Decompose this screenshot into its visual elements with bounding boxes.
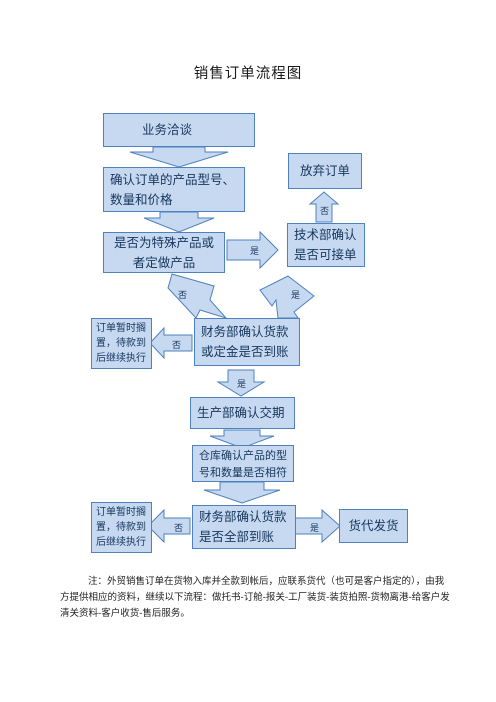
node-production: 生产部确认交期 [190,397,295,429]
arrow-down-yes-deposit [216,369,266,397]
node-finance-full-text: 财务部确认货款是否全部到账 [199,509,287,544]
node-negotiation-text: 业务洽谈 [142,122,193,137]
arrow-down-3 [209,429,275,449]
arrow-up-no-tech [308,191,340,223]
node-warehouse: 仓库确认产品的型号和数量是否相符 [192,445,294,482]
arrow-left-no-deposit [149,326,193,360]
node-confirm-order: 确认订单的产品型号、数量和价格 [103,167,245,212]
arrow-right-yes-special [226,230,279,270]
node-special-product: 是否为特殊产品或者定做产品 [103,232,225,273]
arrow-down-1 [129,146,229,168]
label-yes-tech: 是 [291,291,301,301]
label-no-deposit: 否 [172,341,182,351]
label-yes-full: 是 [310,524,320,534]
node-abandon: 放弃订单 [288,153,362,189]
node-finance-deposit: 财务部确认货款或定金是否到账 [194,318,300,366]
node-negotiation: 业务洽谈 [103,113,255,147]
node-finance-full: 财务部确认货款是否全部到账 [192,505,296,549]
node-warehouse-text: 仓库确认产品的型号和数量是否相符 [199,448,287,479]
arrow-down-4 [203,481,281,504]
label-yes-deposit: 是 [237,380,247,390]
node-tech-confirm: 技术部确认是否可接单 [287,223,365,267]
footnote: 注：外贸销售订单在货物入库并全款到帐后，应联系货代（也可是客户指定的），由我方提… [60,576,450,619]
page-title: 销售订单流程图 [193,66,303,82]
node-hold-2: 订单暂时搁置，待款到后继续执行 [91,502,152,553]
node-ship-text: 货代发货 [348,518,399,533]
node-tech-confirm-text: 技术部确认是否可接单 [294,227,357,262]
node-abandon-text: 放弃订单 [299,163,350,178]
node-production-text: 生产部确认交期 [197,405,285,420]
arrow-right-yes-full [294,508,341,544]
node-finance-deposit-text: 财务部确认货款或定金是否到账 [201,324,289,359]
label-no-full: 否 [174,524,184,534]
arrow-diag-no-special [167,273,228,320]
label-yes-special: 是 [250,247,260,257]
label-no-special: 否 [178,291,188,301]
node-hold-1-text: 订单暂时搁置，待款到后继续执行 [96,323,146,364]
arrow-down-2 [143,211,215,233]
node-ship: 货代发货 [339,509,408,543]
arrow-left-no-full [147,508,191,544]
label-no-tech: 否 [320,207,330,217]
node-special-product-text: 是否为特殊产品或者定做产品 [113,234,214,270]
arrow-diag-yes-tech [259,275,315,319]
node-hold-2-text: 订单暂时搁置，待款到后继续执行 [96,507,146,548]
node-hold-1: 订单暂时搁置，待款到后继续执行 [91,318,152,369]
node-confirm-order-text: 确认订单的产品型号、数量和价格 [110,171,236,207]
